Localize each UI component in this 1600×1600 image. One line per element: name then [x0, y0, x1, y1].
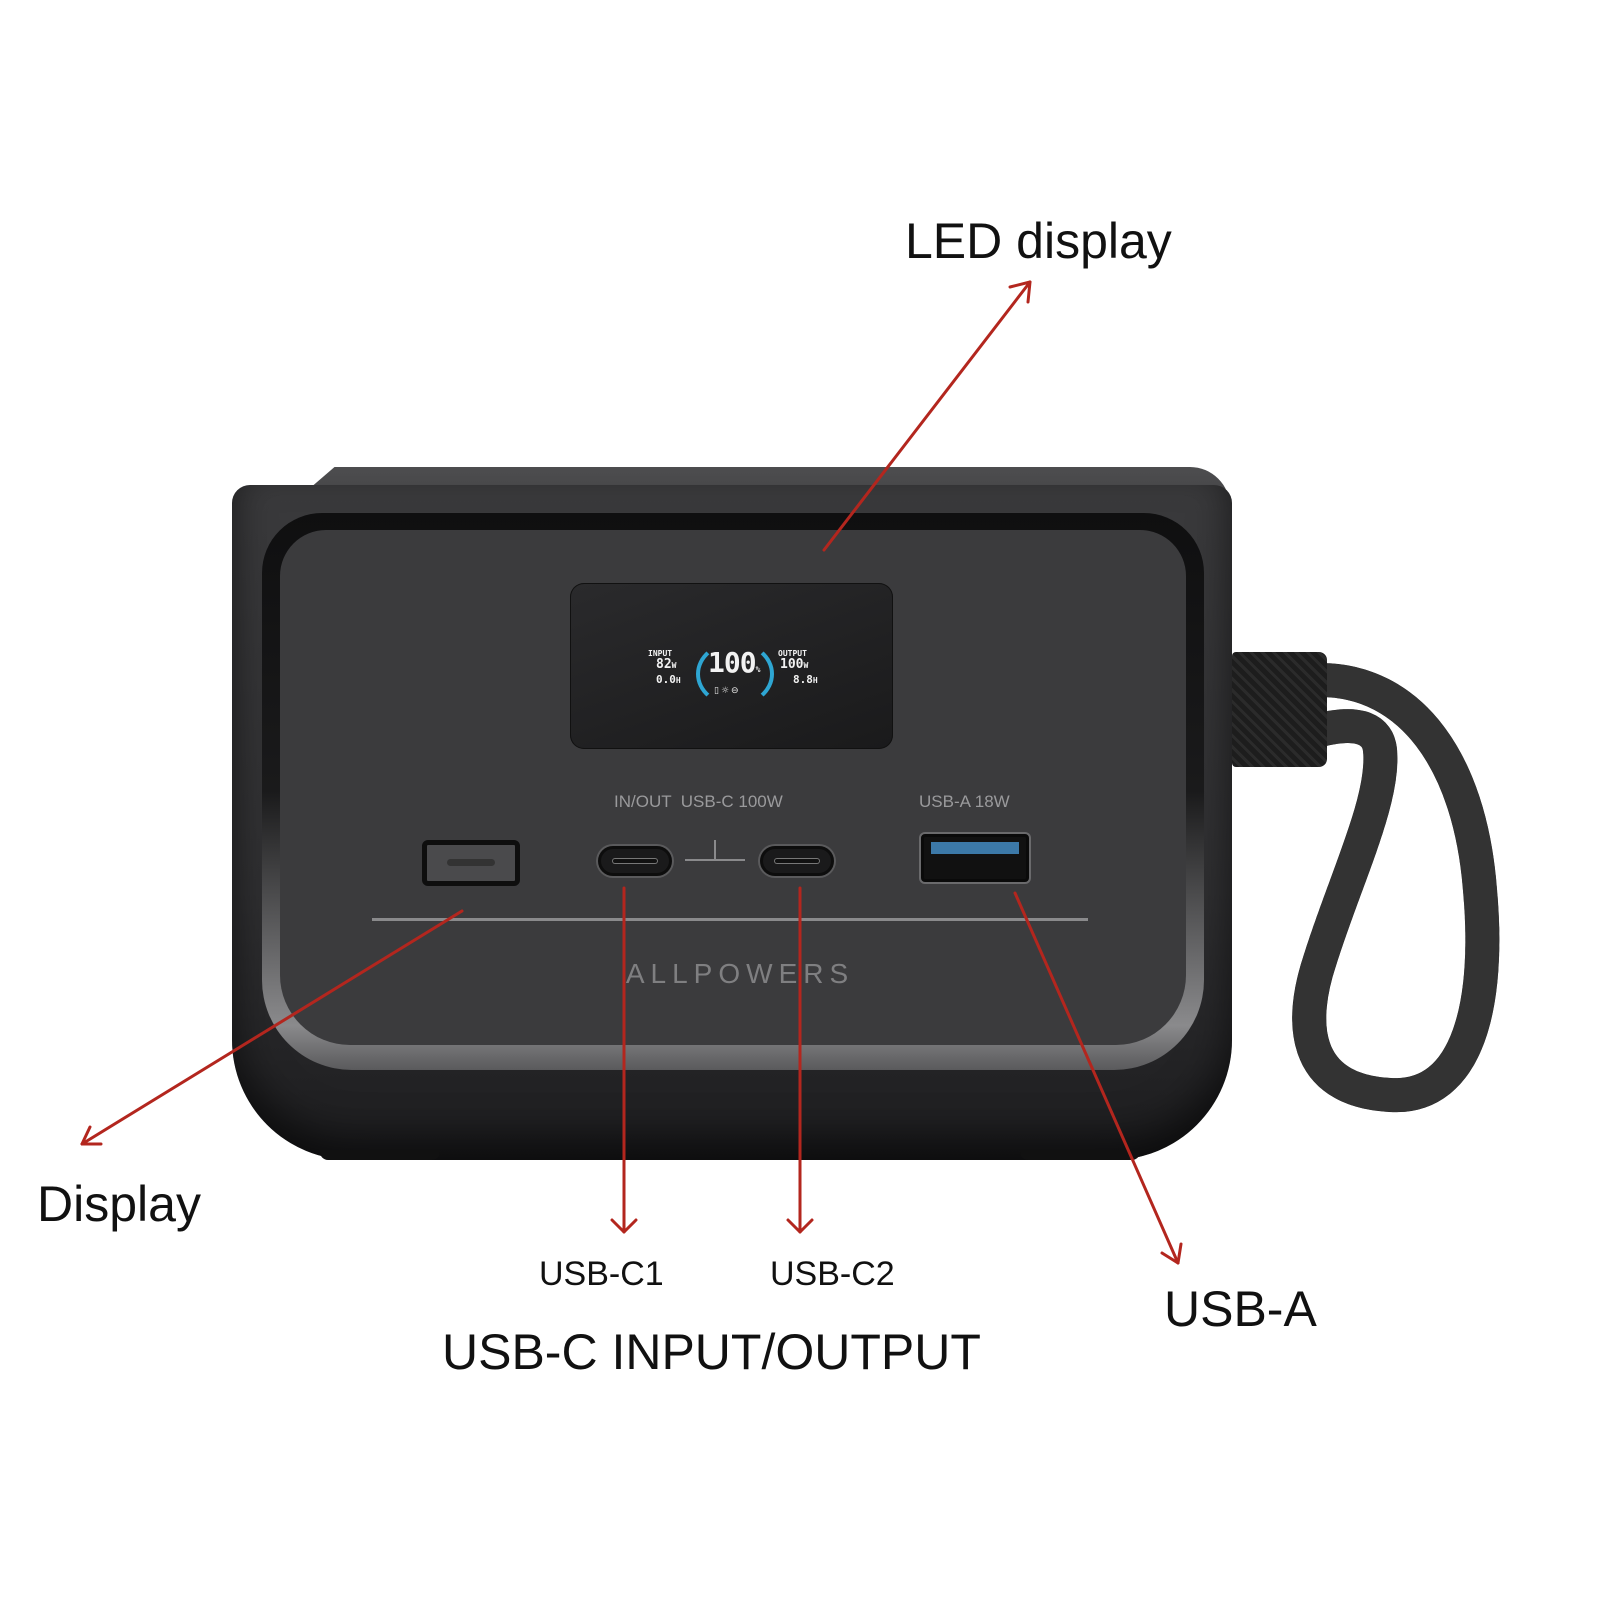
- lcd-percent-unit: %: [755, 665, 761, 674]
- lcd-output-watts: 100W: [780, 658, 808, 672]
- usb-c-port-label: IN/OUT USB-C 100W: [614, 792, 783, 811]
- lcd-input-hours-value: 0.0: [656, 673, 676, 686]
- display-button[interactable]: [422, 840, 520, 886]
- usb-a-label: USB-A: [1164, 1281, 1317, 1337]
- usb-a-port-label: USB-A 18W: [919, 792, 1010, 811]
- light-icon: ☼: [720, 686, 732, 696]
- lcd-battery-percent: 100: [708, 646, 757, 679]
- lcd-output-hours-value: 8.8: [793, 673, 813, 686]
- device-foot-right: [1020, 1150, 1140, 1160]
- lcd-input-hours-unit: H: [675, 676, 681, 685]
- usb-a-arrow-head: [1160, 1242, 1183, 1265]
- lcd-output-hours: 8.8H: [793, 673, 818, 687]
- battery-ring: [696, 641, 774, 707]
- usb-a-arrow-line: [1013, 891, 1180, 1265]
- usb-c1-label: USB-C1: [539, 1255, 664, 1293]
- brand-logo: ALLPOWERS: [625, 958, 855, 989]
- lcd-status-icons: ▯☼⊖: [714, 686, 741, 696]
- display-arrow-head: [80, 1125, 103, 1146]
- lcd-output-label: OUTPUT: [778, 649, 807, 658]
- lcd-output-watts-value: 100: [780, 657, 804, 672]
- usb-c-io-label: USB-C INPUT/OUTPUT: [442, 1324, 981, 1380]
- usb-c2-arrow-head: [786, 1218, 814, 1234]
- lcd-input-label: INPUT: [648, 649, 673, 658]
- lcd-input-watts-unit: W: [671, 661, 677, 670]
- usb-a-port-tongue: [931, 842, 1019, 854]
- battery-icon: ▯: [714, 686, 721, 696]
- port-connector-line: [685, 859, 745, 861]
- usb-c1-port[interactable]: [598, 846, 672, 876]
- display-label: Display: [37, 1176, 201, 1232]
- eco-icon: ⊖: [731, 686, 741, 696]
- led-arrow-head: [1008, 280, 1032, 304]
- lcd-output-hours-unit: H: [812, 676, 818, 685]
- cable-plug: [1232, 652, 1327, 767]
- cable-loop: [1292, 663, 1500, 1113]
- led-arrow-line: [822, 280, 1032, 552]
- usb-c1-arrow-head: [610, 1218, 638, 1234]
- lcd-battery: 100%: [708, 646, 761, 684]
- lcd-input-watts: 82W: [656, 658, 676, 672]
- port-connector-stem: [714, 840, 716, 860]
- led-display-label: LED display: [905, 213, 1172, 269]
- usb-c2-port[interactable]: [760, 846, 834, 876]
- display-arrow-line: [80, 909, 464, 1146]
- usb-c2-label: USB-C2: [770, 1255, 895, 1293]
- lcd-input-watts-value: 82: [656, 657, 672, 672]
- device-foot-left: [320, 1150, 440, 1160]
- lcd-output-watts-unit: W: [803, 661, 809, 670]
- lcd-input-hours: 0.0H: [656, 673, 681, 687]
- panel-divider: [372, 918, 1088, 921]
